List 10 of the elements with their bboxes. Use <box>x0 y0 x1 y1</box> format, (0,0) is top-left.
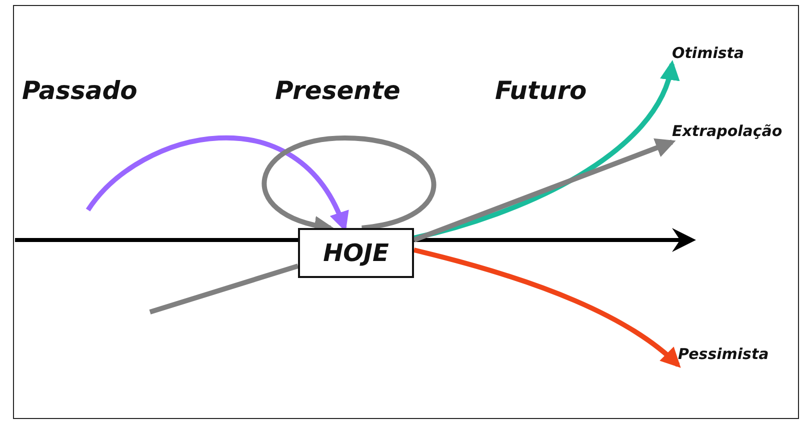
scenario-label: Otimista <box>672 44 744 62</box>
period-label: Futuro <box>495 76 587 105</box>
arrow <box>413 248 681 368</box>
line <box>149 264 299 314</box>
scenario-label: Extrapolação <box>672 122 782 140</box>
period-label: Passado <box>22 76 138 105</box>
process-box: HOJE <box>298 228 414 278</box>
period-label: Presente <box>275 76 400 105</box>
arrow <box>413 138 676 242</box>
scenario-label: Pessimista <box>678 345 769 363</box>
